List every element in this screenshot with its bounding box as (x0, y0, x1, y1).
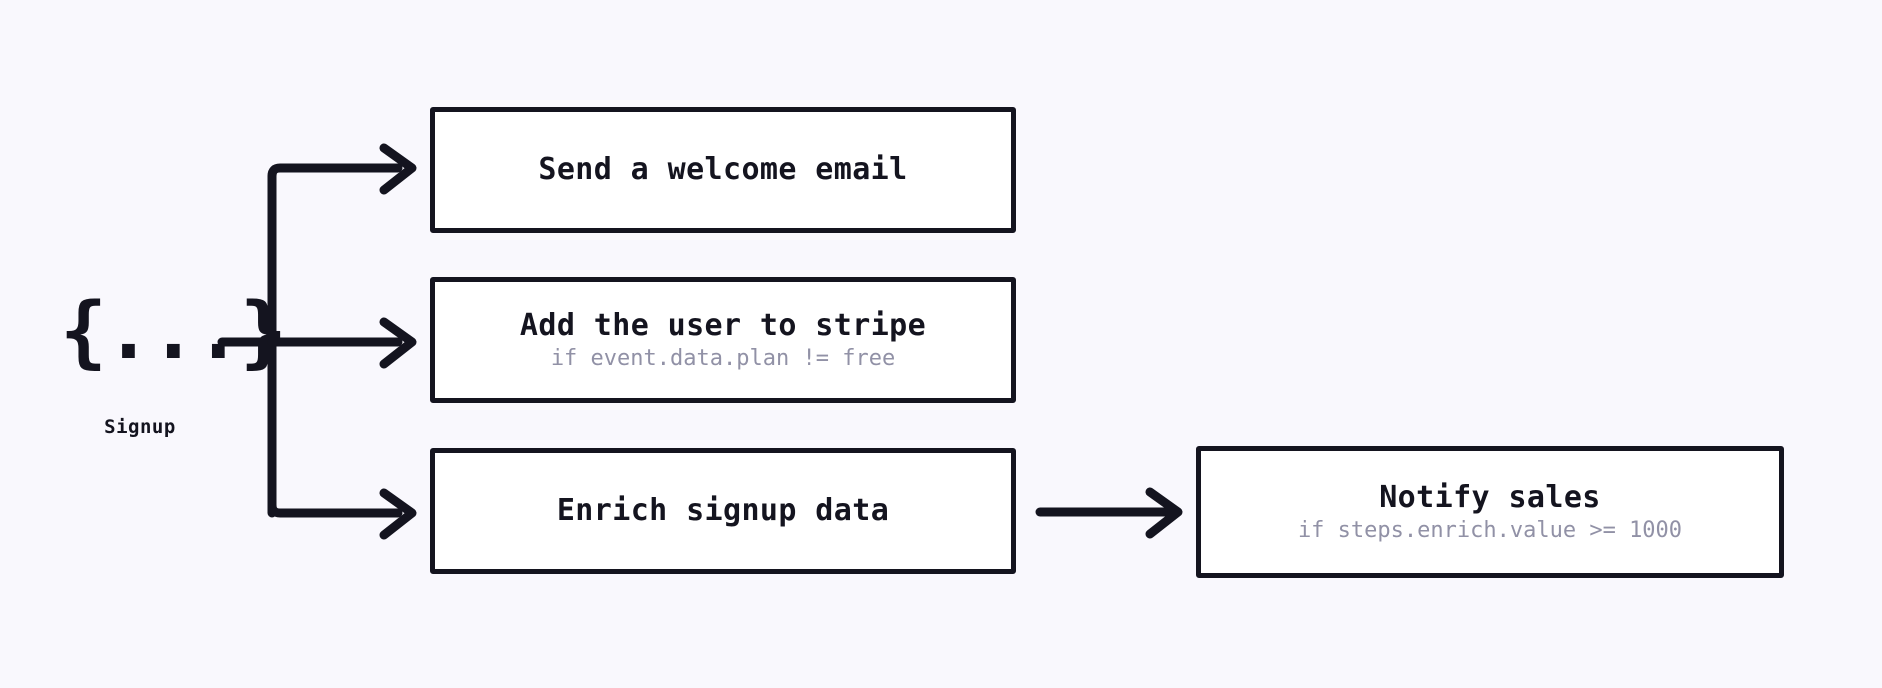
step-title: Enrich signup data (556, 493, 890, 529)
arrowhead-to-enrich (379, 488, 417, 540)
connector-branch-bottom (267, 500, 403, 518)
step-box-send-a-welcome-email[interactable]: Send a welcome email (430, 107, 1016, 233)
arrowhead-to-send (379, 143, 417, 195)
trigger-node[interactable]: {...} Signup (60, 280, 287, 438)
step-title: Send a welcome email (538, 152, 908, 188)
step-box-enrich-signup-data[interactable]: Enrich signup data (430, 448, 1016, 574)
step-title: Notify sales (1379, 479, 1601, 515)
connector-trunk-top (267, 163, 403, 518)
step-box-notify-sales[interactable]: Notify sales if steps.enrich.value >= 10… (1196, 446, 1784, 578)
arrowhead-to-notify (1145, 487, 1183, 539)
json-event-icon: {...} (60, 287, 287, 377)
trigger-label: Signup (104, 416, 176, 438)
arrowhead-to-stripe (379, 317, 417, 369)
step-title: Add the user to stripe (519, 307, 927, 343)
step-box-add-the-user-to-stripe[interactable]: Add the user to stripe if event.data.pla… (430, 277, 1016, 403)
step-condition: if event.data.plan != free (550, 345, 896, 371)
step-condition: if steps.enrich.value >= 1000 (1297, 517, 1683, 543)
